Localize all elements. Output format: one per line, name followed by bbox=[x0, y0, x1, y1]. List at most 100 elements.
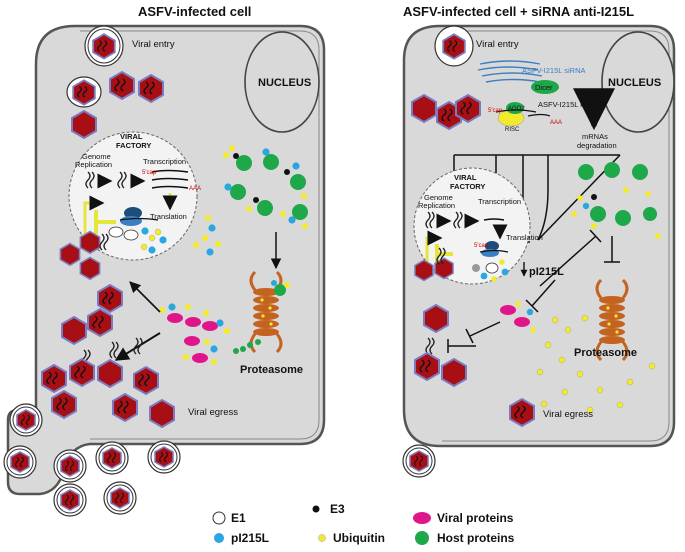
left-endosome-icon bbox=[66, 76, 102, 108]
legend-viral-proteins-label: Viral proteins bbox=[437, 511, 514, 525]
right-mrna-label: ASFV-I215L mRNA bbox=[538, 100, 602, 109]
left-translation-label: Translation bbox=[150, 212, 187, 221]
left-factory-label-2: FACTORY bbox=[116, 141, 151, 150]
left-virion-icon bbox=[133, 366, 159, 395]
legend-pi215l-label: pI215L bbox=[231, 531, 269, 545]
left-virion-icon bbox=[109, 71, 135, 100]
right-pi215l-label: pI215L bbox=[529, 266, 564, 278]
left-nucleus bbox=[244, 31, 320, 133]
left-e1-icon bbox=[108, 226, 124, 238]
svg-text:AAA: AAA bbox=[189, 186, 201, 192]
left-egress-arrow bbox=[114, 332, 161, 361]
left-transcription-label: Transcription bbox=[143, 157, 186, 166]
right-genome-label-2: Replication bbox=[418, 201, 455, 210]
left-proteasome-label: Proteasome bbox=[240, 364, 303, 376]
left-virion-icon bbox=[59, 242, 81, 267]
right-sirna-icon bbox=[477, 60, 543, 83]
right-degradation-label-1: mRNAs bbox=[582, 132, 608, 141]
left-ubiquitin-cluster bbox=[140, 227, 167, 254]
right-ubiquitin-cluster bbox=[480, 259, 509, 282]
legend-ubiquitin-icon bbox=[318, 534, 326, 542]
right-virion-icon bbox=[509, 398, 535, 427]
left-extracellular-virion-icon bbox=[53, 483, 87, 517]
legend-host-proteins-label: Host proteins bbox=[437, 531, 515, 545]
right-free-ubiquitin bbox=[536, 314, 656, 414]
left-virion-icon bbox=[97, 359, 123, 388]
right-inhibit-proteasome-line bbox=[604, 236, 620, 263]
right-genome-label-1: Genome bbox=[424, 193, 453, 202]
right-viral-entry-label: Viral entry bbox=[476, 39, 519, 50]
right-nucleus bbox=[601, 31, 675, 133]
svg-text:RISC: RISC bbox=[505, 127, 520, 133]
left-virion-icon bbox=[41, 364, 67, 393]
svg-text:5'cap: 5'cap bbox=[142, 170, 157, 176]
svg-text:5'cap: 5'cap bbox=[474, 243, 489, 249]
left-mrna-icon: 5'cap AAA bbox=[142, 169, 201, 192]
left-viral-proteins bbox=[159, 303, 230, 365]
left-panel: ASFV-infected cell NUCLEUS Viral entry V… bbox=[3, 4, 326, 517]
left-virion-icon bbox=[79, 256, 101, 281]
left-genome-label-1: Genome bbox=[82, 152, 111, 161]
svg-text:AGO2: AGO2 bbox=[508, 106, 525, 112]
right-proteasome-label: Proteasome bbox=[574, 347, 637, 359]
right-inhibit-viral-line bbox=[525, 279, 556, 313]
left-virion-icon bbox=[112, 393, 138, 422]
left-assembly-arrow bbox=[129, 281, 161, 313]
left-viral-factory bbox=[68, 131, 198, 261]
left-virion-icon bbox=[97, 284, 123, 313]
left-extracellular-virion-icon bbox=[9, 403, 43, 437]
right-inhibit-host-line bbox=[539, 229, 602, 287]
left-extracellular-virion-icon bbox=[3, 445, 37, 479]
left-virion-icon bbox=[149, 399, 175, 428]
right-virion-icon bbox=[423, 304, 449, 333]
left-extracellular-virion-icon bbox=[95, 441, 129, 475]
left-inhibit-icon bbox=[94, 210, 116, 234]
left-extracellular-virion-icon bbox=[103, 481, 137, 515]
right-panel-title: ASFV-infected cell + siRNA anti-I215L bbox=[403, 4, 634, 19]
right-panel: ASFV-infected cell + siRNA anti-I215L NU… bbox=[402, 4, 676, 478]
legend-pi215l-icon bbox=[214, 533, 224, 543]
right-factory-label-1: VIRAL bbox=[454, 173, 477, 182]
right-sirna-label: ASFV-I215L siRNA bbox=[522, 66, 586, 75]
right-virion-icon bbox=[414, 352, 440, 381]
legend-e3-icon bbox=[312, 505, 320, 513]
left-virion-icon bbox=[71, 110, 97, 139]
left-viral-egress-label: Viral egress bbox=[188, 407, 238, 418]
svg-text:5'cap: 5'cap bbox=[488, 108, 503, 114]
legend-e1-label: E1 bbox=[231, 511, 246, 525]
right-inhibit-assembly-line bbox=[465, 321, 501, 344]
left-virion-icon bbox=[87, 308, 113, 337]
right-entry-virion-icon bbox=[434, 25, 474, 67]
right-mrna-icon bbox=[483, 218, 505, 221]
legend-e3-label: E3 bbox=[330, 502, 345, 516]
right-risc-icon: AGO2 RISC 5'cap AAA bbox=[488, 102, 562, 133]
right-virion-icon bbox=[411, 94, 437, 123]
left-virion-icon bbox=[51, 390, 77, 419]
legend-ubiquitin-label: Ubiquitin bbox=[333, 531, 385, 545]
left-viral-entry-label: Viral entry bbox=[132, 39, 175, 50]
right-host-proteins bbox=[571, 162, 661, 239]
legend-e1-icon bbox=[212, 511, 226, 525]
left-panel-title: ASFV-infected cell bbox=[138, 4, 251, 19]
right-factory-label-2: FACTORY bbox=[450, 182, 485, 191]
left-genome-label-2: Replication bbox=[75, 160, 112, 169]
right-ribosome-icon: 5'cap bbox=[474, 241, 509, 257]
right-virion-icon bbox=[441, 358, 467, 387]
right-inhibit-egress-line bbox=[447, 339, 476, 353]
left-e1-icon bbox=[123, 229, 139, 241]
right-virion-icon bbox=[455, 94, 481, 123]
right-nucleus-label: NUCLEUS bbox=[608, 77, 661, 89]
right-degradation-label-2: degradation bbox=[577, 141, 617, 150]
right-dicer-icon: Dicer bbox=[531, 80, 559, 94]
left-factory-label-1: VIRAL bbox=[120, 132, 143, 141]
right-virion-icon bbox=[414, 259, 434, 282]
left-virion-icon bbox=[79, 230, 101, 255]
right-extracellular-virion-icon bbox=[402, 444, 436, 478]
left-virion-icon bbox=[69, 358, 95, 387]
left-virion-icon bbox=[61, 316, 87, 345]
left-proteasome-icon bbox=[233, 270, 290, 354]
left-ribosome-icon bbox=[119, 207, 159, 226]
left-nucleus-label: NUCLEUS bbox=[258, 77, 311, 89]
legend: E1 pI215L E3 Ubiquitin Viral proteins Ho… bbox=[212, 502, 515, 545]
